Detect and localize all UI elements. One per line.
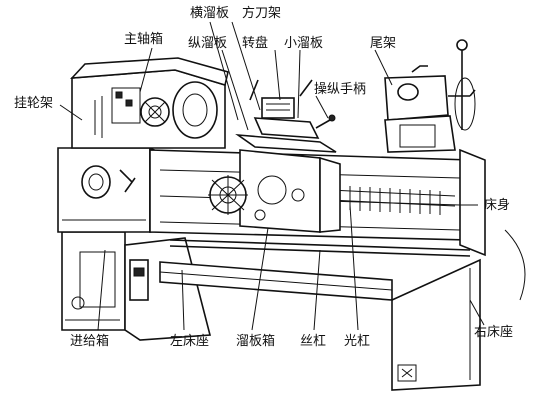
tailstock [384,39,476,153]
label-headstock: 主轴箱 [124,32,164,47]
label-tailstock: 尾架 [370,36,397,51]
label-right-bed-base: 右床座 [474,325,514,340]
label-feed-rod: 光杠 [344,334,371,349]
label-lathe-bed: 床身 [484,198,511,213]
label-swivel-plate: 转盘 [242,36,269,51]
headstock [70,57,229,149]
background-arc [504,229,526,301]
label-left-bed-base: 左床座 [170,334,210,349]
label-change-gear-bracket: 挂轮架 [14,96,54,111]
label-control-handle: 操纵手柄 [314,82,367,97]
left-bed-base [61,231,212,341]
label-cross-slide: 横溜板 [190,6,230,21]
tool-post-assembly [235,79,337,153]
right-bed-base [391,258,481,391]
carriage-apron [208,149,341,233]
label-feed-box: 进给箱 [70,334,110,349]
leader-lines [59,21,485,331]
label-lead-screw: 丝杠 [300,334,327,349]
label-longitudinal-slide: 纵溜板 [188,36,228,51]
label-compound-slide: 小溜板 [284,36,324,51]
label-apron: 溜板箱 [236,334,276,349]
label-tool-post: 方刀架 [242,6,282,21]
